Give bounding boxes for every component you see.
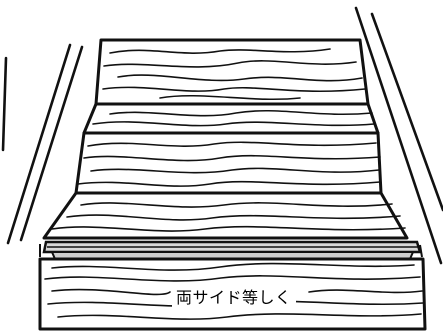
step-2 <box>82 102 380 135</box>
right-wall-lines <box>354 6 443 265</box>
step-4 <box>42 191 409 240</box>
stair-nosing-strip <box>39 240 423 260</box>
caption-text: 両サイド等しく <box>172 288 296 308</box>
step-5 <box>38 257 427 331</box>
step-3 <box>74 131 383 195</box>
left-wall-lines <box>1 43 84 245</box>
step-1 <box>94 38 370 106</box>
